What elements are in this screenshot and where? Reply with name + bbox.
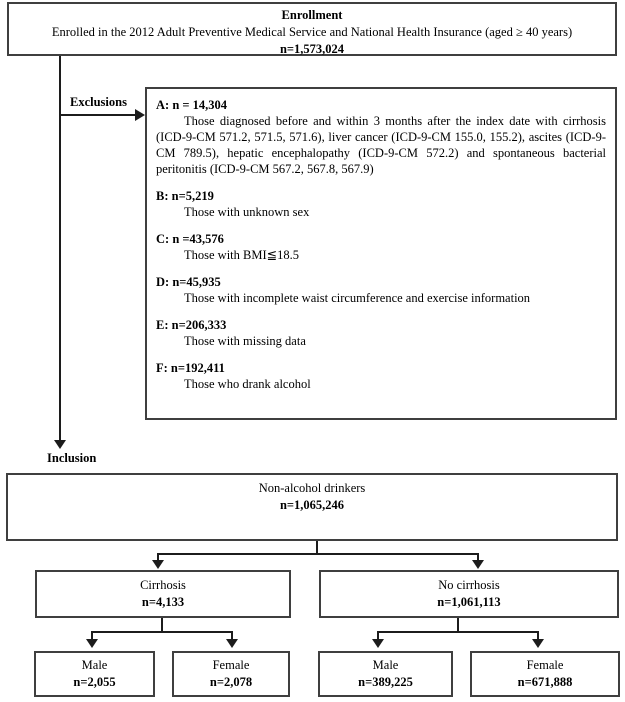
split3-branch-line [377,631,539,633]
cirrhosis-male-title: Male [81,658,108,672]
no-cirrhosis-male-box: Male n=389,225 [318,651,453,697]
non-alcohol-n: n=1,065,246 [279,498,345,512]
exclusion-f-description: Those who drank alcohol [184,377,311,391]
cirrhosis-arrowhead-icon [152,560,164,569]
split1-right-stem [477,553,479,561]
no-cirrhosis-title: No cirrhosis [438,578,500,592]
no-cirrhosis-box: No cirrhosis n=1,061,113 [319,570,619,618]
exclusion-item-d: D: n=45,935 Those with incomplete waist … [156,274,606,306]
split2-left-stem [91,631,93,640]
cirrhosis-male-box: Male n=2,055 [34,651,155,697]
exclusion-e-n: E: n=206,333 [156,318,227,332]
no-cirrhosis-female-title: Female [526,658,564,672]
no-cirrhosis-female-box: Female n=671,888 [470,651,620,697]
split3-stub-line [457,618,459,631]
exclusion-a-n: A: n = 14,304 [156,98,228,112]
split1-stub-line [316,541,318,553]
exclusion-d-description: Those with incomplete waist circumferenc… [184,291,531,305]
split3-left-stem [377,631,379,640]
exclusion-c-description: Those with BMI≦18.5 [184,248,299,262]
exclusions-arrowhead-icon [135,109,145,121]
cirrhosis-box: Cirrhosis n=4,133 [35,570,291,618]
cirrhosis-male-n: n=2,055 [73,675,116,689]
exclusion-b-description: Those with unknown sex [184,205,310,219]
no-cirrhosis-n: n=1,061,113 [437,595,501,609]
exclusions-box: A: n = 14,304 Those diagnosed before and… [145,87,617,420]
enrollment-description: Enrolled in the 2012 Adult Preventive Me… [51,25,573,39]
exclusion-b-n: B: n=5,219 [156,189,214,203]
exclusion-e-description: Those with missing data [184,334,306,348]
enrollment-title: Enrollment [281,8,343,22]
split1-branch-line [157,553,479,555]
cirrhosis-title: Cirrhosis [140,578,186,592]
cirrhosis-female-box: Female n=2,078 [172,651,290,697]
split2-branch-line [91,631,233,633]
exclusion-item-e: E: n=206,333 Those with missing data [156,317,606,349]
enrollment-n: n=1,573,024 [279,42,345,56]
exclusion-item-a: A: n = 14,304 Those diagnosed before and… [156,97,606,177]
exclusion-f-n: F: n=192,411 [156,361,225,375]
exclusion-c-n: C: n =43,576 [156,232,224,246]
split2-right-stem [231,631,233,640]
exclusion-item-f: F: n=192,411 Those who drank alcohol [156,360,606,392]
cirrhosis-n: n=4,133 [141,595,185,609]
cirrhosis-female-arrowhead-icon [226,639,238,648]
enrollment-box: Enrollment Enrolled in the 2012 Adult Pr… [7,2,617,56]
no-cirrhosis-arrowhead-icon [472,560,484,569]
exclusions-label: Exclusions [70,95,127,109]
cirrhosis-male-arrowhead-icon [86,639,98,648]
main-flow-line [59,56,61,441]
no-cirrhosis-female-arrowhead-icon [532,639,544,648]
inclusion-label: Inclusion [47,451,97,465]
no-cirrhosis-male-arrowhead-icon [372,639,384,648]
exclusion-item-b: B: n=5,219 Those with unknown sex [156,188,606,220]
no-cirrhosis-male-n: n=389,225 [358,675,413,689]
inclusion-arrowhead-icon [54,440,66,449]
exclusion-a-description: Those diagnosed before and within 3 mont… [156,114,606,176]
split3-right-stem [537,631,539,640]
non-alcohol-title: Non-alcohol drinkers [258,481,366,495]
exclusion-d-n: D: n=45,935 [156,275,221,289]
no-cirrhosis-female-n: n=671,888 [517,675,573,689]
cirrhosis-female-n: n=2,078 [209,675,253,689]
exclusion-item-c: C: n =43,576 Those with BMI≦18.5 [156,231,606,263]
no-cirrhosis-male-title: Male [372,658,399,672]
cirrhosis-female-title: Female [212,658,250,672]
split2-stub-line [161,618,163,631]
non-alcohol-drinkers-box: Non-alcohol drinkers n=1,065,246 [6,473,618,541]
exclusions-flow-line [60,114,136,116]
split1-left-stem [157,553,159,561]
